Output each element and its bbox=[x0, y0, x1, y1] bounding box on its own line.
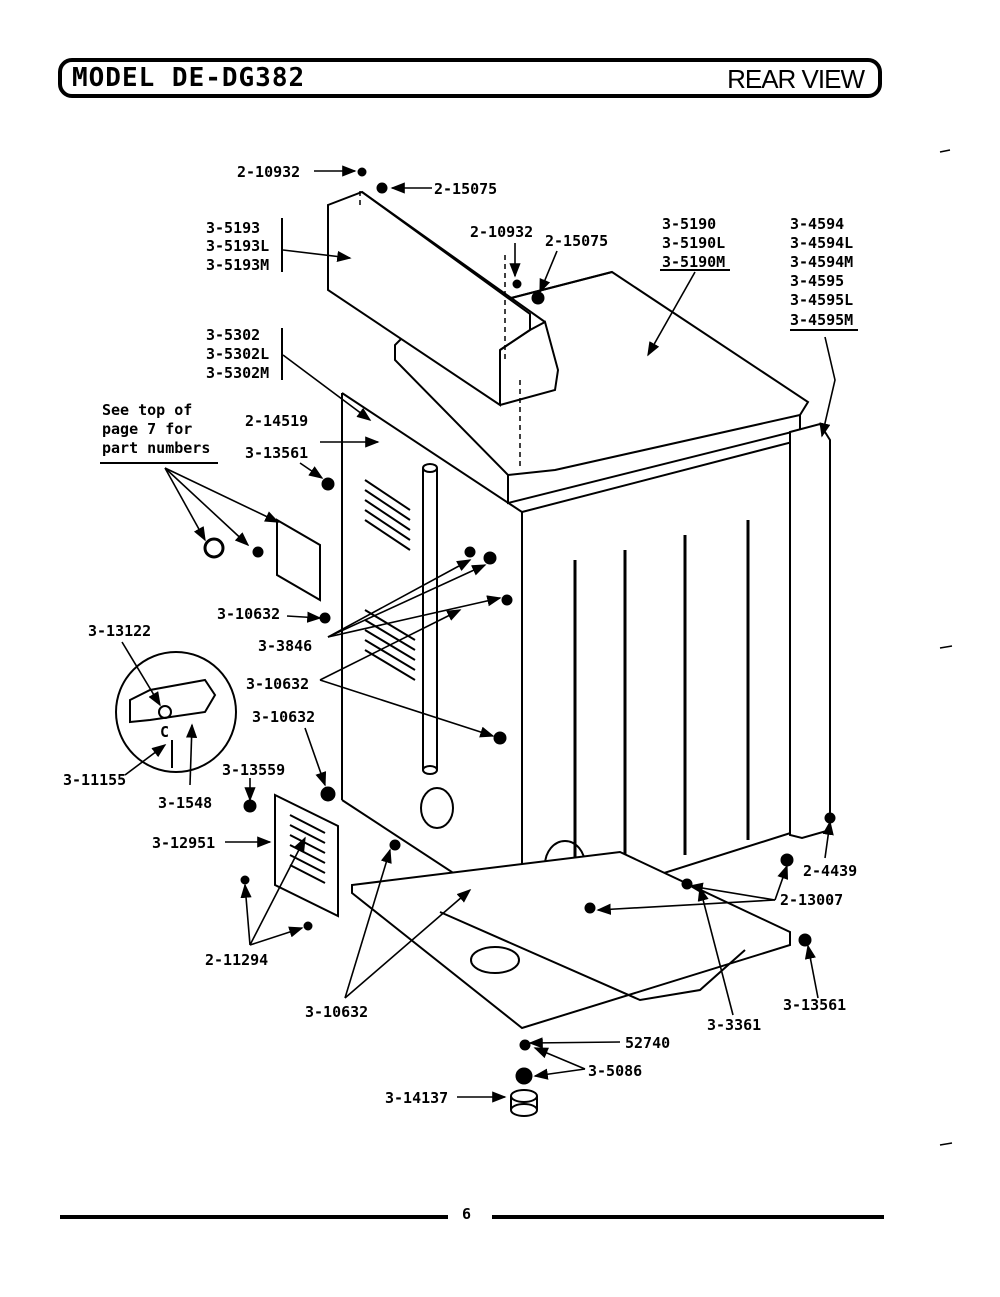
part-label: 3-14137 bbox=[385, 1089, 448, 1107]
part-label: 3-4594M bbox=[790, 253, 853, 271]
note-line: See top of bbox=[102, 401, 192, 419]
part-label: 3-5190 bbox=[662, 215, 716, 233]
model-title: MODEL DE-DG382 bbox=[72, 63, 306, 93]
part-label: 3-5193M bbox=[206, 256, 269, 274]
part-label: 3-13561 bbox=[783, 996, 846, 1014]
part-label: 3-11155 bbox=[63, 771, 126, 789]
part-label: 3-13561 bbox=[245, 444, 308, 462]
part-label: 3-1548 bbox=[158, 794, 212, 812]
part-label: 3-10632 bbox=[252, 708, 315, 726]
page-number: 6 bbox=[462, 1205, 472, 1223]
part-label: 3-4594 bbox=[790, 215, 844, 233]
part-label: 3-5086 bbox=[588, 1062, 642, 1080]
part-label: 2-10932 bbox=[237, 163, 300, 181]
dryer-cabinet bbox=[274, 188, 831, 1030]
part-group-brackets bbox=[100, 218, 858, 464]
part-label: 52740 bbox=[625, 1034, 670, 1052]
part-label: 3-4595L bbox=[790, 291, 853, 309]
part-label: 2-10932 bbox=[470, 223, 533, 241]
part-label: 3-13122 bbox=[88, 622, 151, 640]
part-labels: 2-10932 2-15075 3-5193 3-5193L 3-5193M 2… bbox=[63, 163, 857, 1107]
margin-marks bbox=[939, 149, 953, 1146]
part-label: 3-5193L bbox=[206, 237, 269, 255]
hardware-parts bbox=[203, 167, 836, 1085]
part-label: 3-5302M bbox=[206, 364, 269, 382]
foot-pad bbox=[510, 1089, 538, 1117]
part-label: 3-10632 bbox=[305, 1003, 368, 1021]
part-label: 3-5193 bbox=[206, 219, 260, 237]
note-line: part numbers bbox=[102, 439, 210, 457]
part-label: 3-5302L bbox=[206, 345, 269, 363]
detail-circle bbox=[115, 651, 237, 773]
part-label: 3-5190M bbox=[662, 253, 725, 271]
part-label: 3-3846 bbox=[258, 637, 312, 655]
note-line: page 7 for bbox=[102, 420, 192, 438]
part-label: 3-12951 bbox=[152, 834, 215, 852]
part-label: 2-15075 bbox=[434, 180, 497, 198]
page-footer: 6 bbox=[0, 1203, 1000, 1233]
clip-letter-label: C bbox=[160, 723, 169, 741]
part-label: 3-4594L bbox=[790, 234, 853, 252]
leader-lines bbox=[121, 165, 836, 1103]
part-label: 3-5302 bbox=[206, 326, 260, 344]
part-label: 2-11294 bbox=[205, 951, 268, 969]
part-label: 3-4595M bbox=[790, 311, 853, 329]
footer-rule-right bbox=[492, 1215, 884, 1219]
part-label: 3-10632 bbox=[246, 675, 309, 693]
view-title: REAR VIEW bbox=[727, 64, 865, 94]
cross-reference-note: See top of page 7 for part numbers bbox=[102, 401, 210, 457]
part-label: 3-5190L bbox=[662, 234, 725, 252]
footer-rule-left bbox=[60, 1215, 448, 1219]
part-label: 2-14519 bbox=[245, 412, 308, 430]
part-label: 3-4595 bbox=[790, 272, 844, 290]
part-label: 2-13007 bbox=[780, 891, 843, 909]
part-label: 3-10632 bbox=[217, 605, 280, 623]
page-header: MODEL DE-DG382 REAR VIEW bbox=[58, 58, 882, 98]
part-label: 2-15075 bbox=[545, 232, 608, 250]
part-label: 3-3361 bbox=[707, 1016, 761, 1034]
part-label: 3-13559 bbox=[222, 761, 285, 779]
part-label: 2-4439 bbox=[803, 862, 857, 880]
